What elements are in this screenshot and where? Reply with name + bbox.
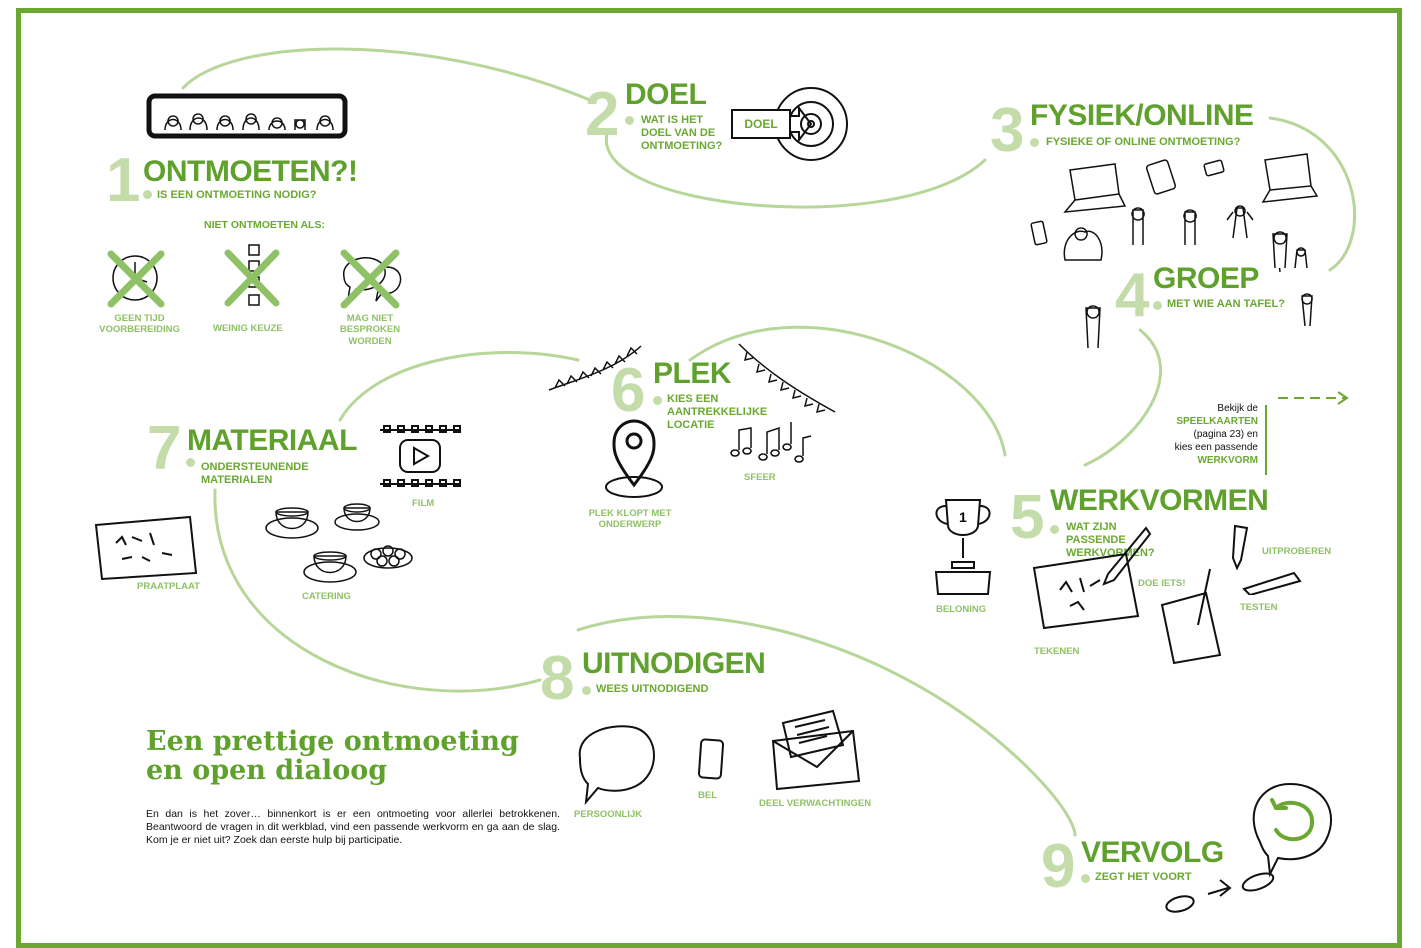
step-3-number: 3 [990, 96, 1025, 165]
bunting-left-icon [548, 345, 642, 391]
label-catering: CATERING [302, 591, 351, 602]
poster: 1 ONTMOETEN?! IS EEN ONTMOETING NODIG? N… [16, 8, 1402, 948]
step-6-dot [653, 396, 662, 405]
step-9-title: VERVOLG [1081, 836, 1224, 869]
step-4-title: GROEP [1153, 262, 1259, 295]
envelope-letter-icon [771, 709, 861, 791]
step-1-subtitle: IS EEN ONTMOETING NODIG? [157, 189, 317, 201]
step-7-number: 7 [147, 414, 182, 483]
group-people-icon [1085, 268, 1313, 349]
label-sfeer: SFEER [744, 472, 776, 483]
bunting-right-icon [738, 343, 836, 414]
film-icon [380, 425, 461, 487]
label-bel: BEL [698, 790, 717, 801]
step-8-number: 8 [540, 644, 575, 713]
step-5-title: WERKVORMEN [1050, 484, 1269, 517]
step-1-number: 1 [106, 146, 141, 215]
music-notes-icon [730, 422, 812, 463]
step-9-dot [1081, 874, 1090, 883]
step-8-dot [582, 686, 591, 695]
step-1-dot [143, 190, 152, 199]
trophy-icon: 1 [934, 499, 992, 595]
eraser-pencil-icon [1242, 571, 1302, 595]
drawing-paper-icon [1032, 552, 1140, 630]
pencil-icon [1231, 524, 1249, 571]
step-7-subtitle: ONDERSTEUNENDE MATERIALEN [201, 461, 309, 487]
page-heading-line-1: Een prettige ontmoeting [146, 726, 519, 757]
target-icon [774, 87, 848, 161]
journey-path [181, 47, 1357, 837]
step-6-number: 6 [611, 356, 646, 425]
step-3-title: FYSIEK/ONLINE [1030, 99, 1254, 132]
speel-line-1: Bekijk de [1217, 403, 1258, 414]
step-4-subtitle: MET WIE AAN TAFEL? [1167, 298, 1285, 310]
step-6-title: PLEK [653, 357, 732, 390]
step-8-title: UITNODIGEN [582, 647, 766, 680]
label-persoonlijk: PERSOONLIJK [574, 809, 643, 820]
reason-little-choice: WEINIG KEUZE [213, 323, 283, 334]
step-9-subtitle: ZEGT HET VOORT [1095, 871, 1192, 883]
step-8-subtitle: WEES UITNODIGEND [596, 683, 709, 695]
label-uitproberen: UITPROBEREN [1262, 546, 1332, 557]
praatplaat-icon [94, 515, 198, 581]
paper-pencil-icon [1160, 568, 1222, 665]
phone-icon [697, 738, 725, 780]
step-2-title: DOEL [625, 78, 707, 111]
step-7-title: MATERIAAL [187, 424, 357, 457]
doel-arrow-label: DOEL [731, 109, 791, 139]
speel-line-5: WERKVORM [1197, 455, 1258, 466]
step-7-dot [186, 458, 195, 467]
label-deel-verwachtingen: DEEL VERWACHTINGEN [759, 798, 872, 809]
label-doe-iets: DOE IETS! [1138, 578, 1186, 589]
reason-not-discussable: MAG NIET BESPROKEN WORDEN [339, 313, 401, 347]
step-1-title: ONTMOETEN?! [143, 155, 358, 188]
speech-bubbles-crossed-icon [340, 249, 402, 309]
step-4-dot [1153, 301, 1162, 310]
label-plek-klopt: PLEK KLOPT MET ONDERWERP [588, 508, 672, 531]
reason-no-time: GEEN TIJD VOORBEREIDING [99, 313, 180, 336]
clock-crossed-icon [107, 250, 165, 308]
devices-and-people-icon [1030, 153, 1319, 269]
page-heading-line-2: en open dialoog [146, 755, 388, 786]
step-5-number: 5 [1010, 483, 1045, 552]
page-heading: Een prettige ontmoeting en open dialoog [146, 727, 519, 785]
people-group-icon [146, 93, 348, 139]
checklist-crossed-icon [224, 244, 280, 307]
speel-line-3: (pagina 23) en [1193, 429, 1259, 440]
speelkaarten-note: Bekijk de SPEELKAARTEN (pagina 23) en ki… [1148, 402, 1258, 467]
step-2-number: 2 [585, 80, 620, 149]
step-4-number: 4 [1115, 261, 1150, 330]
step-1-heading: NIET ONTMOETEN ALS: [204, 219, 325, 231]
label-testen: TESTEN [1240, 602, 1278, 613]
catering-icon [265, 503, 413, 583]
step-3-subtitle: FYSIEKE OF ONLINE ONTMOETING? [1046, 136, 1241, 148]
step-6-subtitle: KIES EEN AANTREKKELIJKE LOCATIE [667, 393, 768, 432]
speel-line-4: kies een passende [1174, 442, 1258, 453]
step-3-dot [1030, 138, 1039, 147]
intro-text: En dan is het zover… binnenkort is er ee… [146, 808, 560, 846]
location-pin-icon [605, 419, 663, 498]
step-9-number: 9 [1041, 832, 1076, 901]
pen-icon [1102, 526, 1152, 586]
footsteps-speech-icon [1165, 782, 1332, 913]
step-5-dot [1050, 525, 1059, 534]
step-2-subtitle: WAT IS HET DOEL VAN DE ONTMOETING? [641, 114, 723, 153]
label-beloning: BELONING [936, 604, 987, 615]
svg-text:1: 1 [959, 509, 967, 525]
step-2-dot [625, 116, 634, 125]
speel-line-2: SPEELKAARTEN [1176, 416, 1258, 427]
label-film: FILM [412, 498, 435, 509]
label-praatplaat: PRAATPLAAT [137, 581, 200, 592]
speech-bubble-icon [578, 725, 655, 806]
label-tekenen: TEKENEN [1034, 646, 1080, 657]
